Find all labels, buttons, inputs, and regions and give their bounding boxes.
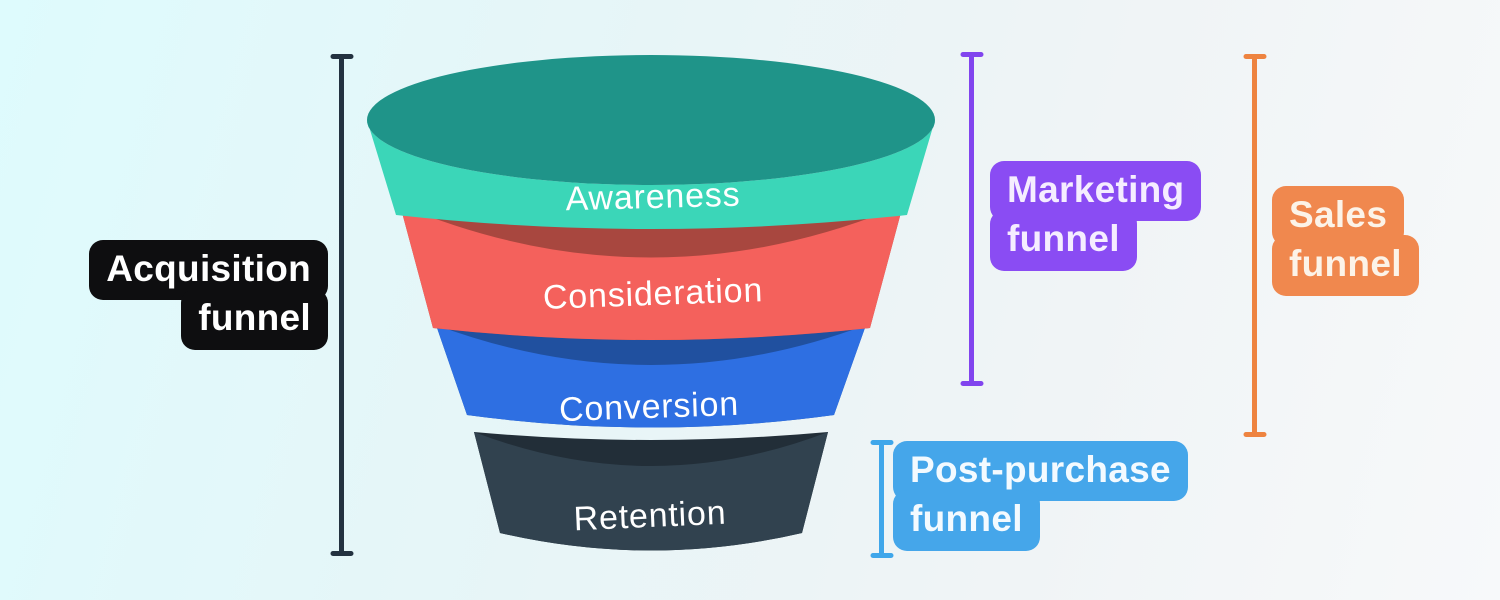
funnel-stage-awareness-rim bbox=[367, 55, 935, 185]
marketing-funnel-callout: Marketing funnel bbox=[990, 161, 1202, 271]
funnel-stage-consideration-body bbox=[400, 205, 903, 340]
funnel-stage-conversion-label: Conversion bbox=[558, 385, 739, 429]
marketing-funnel-label-line2: funnel bbox=[990, 210, 1137, 271]
post-purchase-funnel-bracket bbox=[879, 440, 884, 558]
funnel-stage-awareness-body bbox=[367, 120, 935, 229]
post-purchase-funnel-label-line1: Post-purchase bbox=[893, 441, 1188, 502]
post-purchase-funnel-label-line2: funnel bbox=[893, 490, 1040, 551]
acquisition-funnel-callout: Acquisition funnel bbox=[89, 240, 328, 350]
acquisition-funnel-bracket bbox=[339, 54, 344, 556]
sales-funnel-label-line2: funnel bbox=[1272, 235, 1419, 296]
sales-funnel-bracket bbox=[1252, 54, 1257, 437]
funnel-stage-conversion-body bbox=[436, 325, 866, 428]
post-purchase-funnel-callout: Post-purchase funnel bbox=[893, 441, 1188, 551]
funnel-stage-awareness-label: Awareness bbox=[565, 176, 741, 219]
funnel-stage-consideration-label: Consideration bbox=[542, 271, 763, 317]
funnel-stage-retention-label: Retention bbox=[573, 494, 727, 539]
sales-funnel-callout: Sales funnel bbox=[1272, 186, 1419, 296]
acquisition-funnel-label-line2: funnel bbox=[181, 289, 328, 350]
marketing-funnel-bracket bbox=[969, 52, 974, 386]
funnel-stage-retention-body bbox=[474, 432, 828, 551]
